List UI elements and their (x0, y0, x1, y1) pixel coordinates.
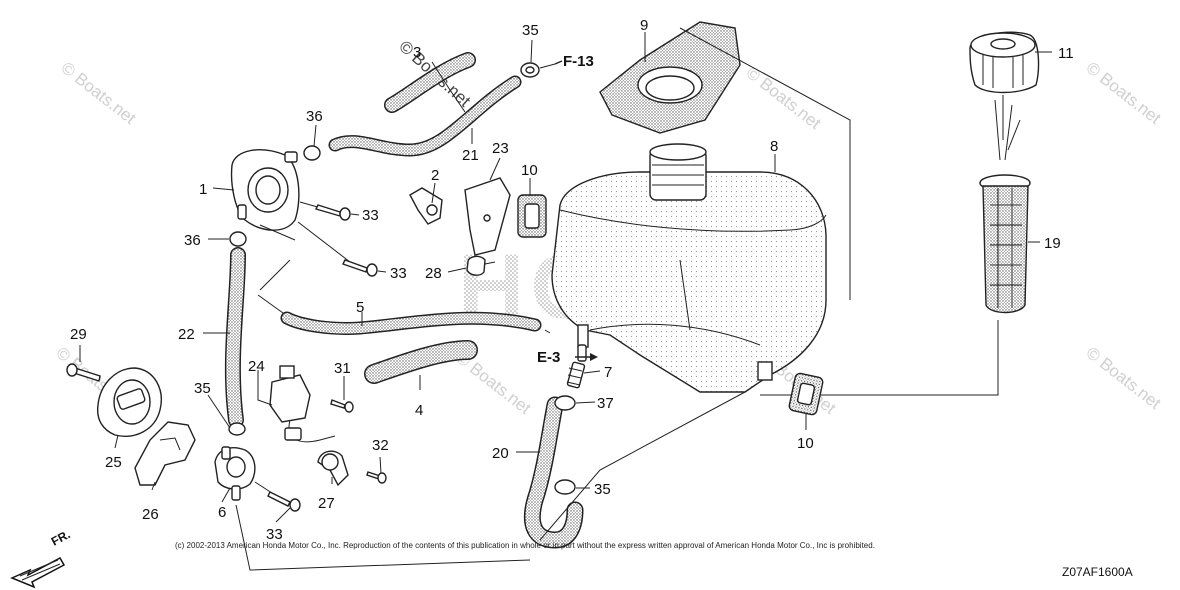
fuel-cock-knob (96, 367, 162, 437)
callout-7: 7 (604, 364, 612, 381)
callout-11: 11 (1058, 45, 1074, 62)
callout-4: 4 (415, 402, 423, 419)
callout-21: 21 (462, 147, 479, 164)
fuel-tube-21 (328, 75, 522, 157)
copyright-notice: (c) 2002-2013 American Honda Motor Co., … (175, 541, 875, 550)
fuel-sensor (269, 365, 336, 443)
screw-33-middle (297, 221, 378, 277)
fuel-tube-20 (523, 396, 584, 549)
callout-31: 31 (334, 360, 351, 377)
hose-clip-36-top (303, 145, 321, 161)
tube-clamp-27 (317, 450, 349, 487)
callout-10-bottom: 10 (797, 435, 814, 452)
fuel-cock (230, 149, 300, 231)
tube-clip-2 (409, 187, 443, 225)
callout-37: 37 (597, 395, 614, 412)
fuel-tube-22 (224, 247, 246, 428)
ref-e3: E-3 (537, 349, 560, 366)
callout-2: 2 (431, 167, 439, 184)
fuel-tube-3 (384, 52, 476, 113)
cock-lever-26 (134, 421, 196, 486)
tube-joint (566, 344, 587, 389)
ref-f13: F-13 (563, 53, 594, 70)
fuel-tank (551, 143, 827, 393)
screw-32 (366, 471, 387, 484)
bolt-31 (330, 399, 354, 413)
watermark-mid-right: © Boats.net (1083, 343, 1165, 413)
leader-frame-bottom (235, 391, 746, 571)
callout-25: 25 (105, 454, 122, 471)
hose-clip-35-right (554, 479, 576, 495)
hose-clip-35-left (228, 422, 246, 436)
callout-23: 23 (492, 140, 509, 157)
callout-10-top: 10 (521, 162, 538, 179)
callout-27: 27 (318, 495, 335, 512)
bolt-29 (66, 363, 101, 382)
fuel-cock-lower (214, 446, 256, 501)
callout-1: 1 (199, 181, 207, 198)
tank-bracket (464, 177, 511, 256)
callout-33-middle: 33 (390, 265, 407, 282)
hose-clip-36-left (229, 231, 247, 247)
fuel-cap (969, 31, 1040, 161)
diagram-code: Z07AF1600A (1062, 565, 1133, 579)
grommet-bottom (788, 372, 824, 416)
hose-clip-37 (554, 395, 576, 411)
callout-5: 5 (356, 299, 364, 316)
callout-9: 9 (640, 17, 648, 34)
callout-3: 3 (413, 44, 421, 61)
watermark-top-left: © Boats.net (58, 58, 140, 128)
tank-cushion (599, 21, 741, 134)
callout-20: 20 (492, 445, 509, 462)
callout-32: 32 (372, 437, 389, 454)
grommet-top (517, 194, 547, 238)
screw-33-bottom (254, 481, 301, 512)
leader-lines (79, 32, 1052, 523)
front-direction-label: FR. (49, 527, 73, 548)
callout-36-top: 36 (306, 108, 323, 125)
fuel-tube-4 (364, 340, 478, 384)
leader-frame-right (679, 27, 999, 396)
hose-clip-35-top (520, 62, 540, 78)
callout-26: 26 (142, 506, 159, 523)
callout-22: 22 (178, 326, 195, 343)
watermark-center-right: © Boats.net (743, 63, 825, 133)
screw-33-top (299, 201, 351, 221)
callout-24: 24 (248, 358, 265, 375)
callout-33-top: 33 (362, 207, 379, 224)
callout-33-bottom: 33 (266, 526, 283, 543)
callout-28: 28 (425, 265, 442, 282)
fuel-strainer (979, 174, 1031, 314)
bolt-28 (466, 255, 496, 276)
callout-35-left: 35 (194, 380, 211, 397)
watermark-top-right: © Boats.net (1083, 58, 1165, 128)
callout-35-right: 35 (594, 481, 611, 498)
callout-36-left: 36 (184, 232, 201, 249)
callout-19: 19 (1044, 235, 1061, 252)
callout-8: 8 (770, 138, 778, 155)
fuel-tube-5 (280, 311, 542, 335)
front-direction-arrow (10, 556, 66, 589)
callout-29: 29 (70, 326, 87, 343)
callout-6: 6 (218, 504, 226, 521)
callout-35-top: 35 (522, 22, 539, 39)
